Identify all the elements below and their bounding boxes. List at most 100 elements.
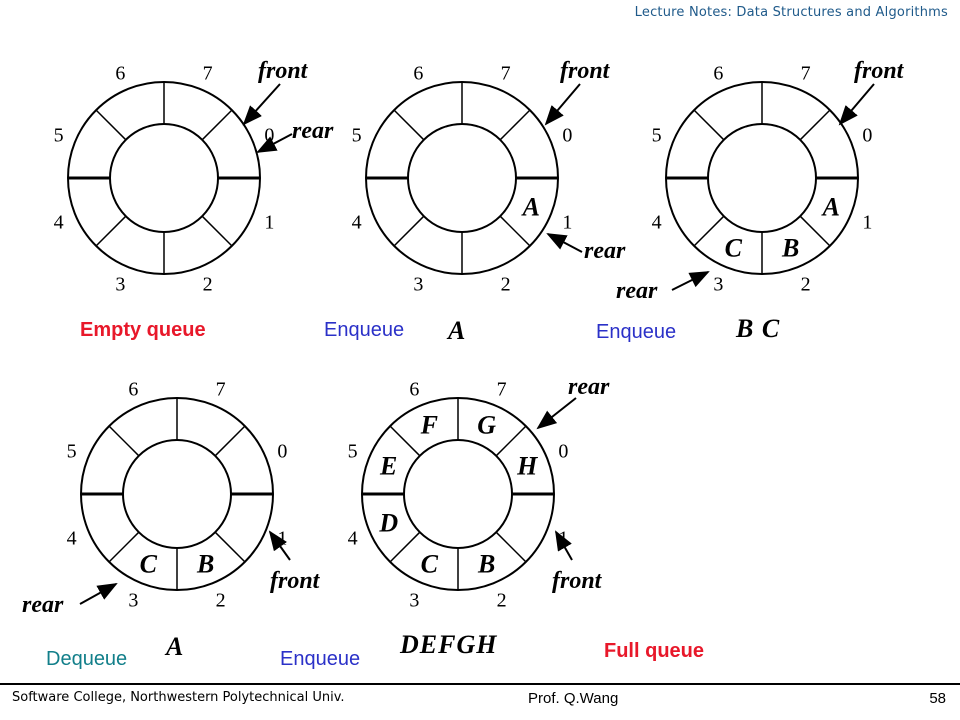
- queue-element-C: C: [140, 549, 158, 578]
- queue-element-B: B: [781, 233, 799, 262]
- slot-index-2: 2: [216, 589, 226, 611]
- slot-index-3: 3: [128, 589, 138, 611]
- slot-index-0: 0: [277, 440, 287, 462]
- queue-element-C: C: [725, 233, 743, 262]
- slot-divider: [495, 425, 527, 457]
- queue-element-D: D: [378, 509, 398, 538]
- slot-index-4: 4: [67, 528, 77, 550]
- queue-3-pointers: front rear: [616, 58, 905, 304]
- slot-divider: [799, 109, 831, 141]
- slot-divider: [393, 109, 425, 141]
- full-queue-caption: Full queue: [604, 640, 704, 662]
- slot-index-1: 1: [562, 212, 572, 234]
- slot-divider: [389, 425, 421, 457]
- rear-pointer-label: rear: [568, 374, 610, 400]
- queue-element-G: G: [477, 411, 496, 440]
- queue-element-A: A: [821, 193, 840, 222]
- slot-divider: [95, 109, 127, 141]
- slot-divider: [799, 215, 831, 247]
- rear-pointer-label: rear: [584, 238, 626, 264]
- rear-pointer-label: rear: [292, 118, 334, 144]
- queue-element-H: H: [516, 451, 538, 480]
- slot-divider: [495, 531, 527, 563]
- queue-element-B: B: [477, 549, 495, 578]
- slot-divider: [393, 215, 425, 247]
- queue-element-C: C: [421, 549, 439, 578]
- slot-divider: [201, 215, 233, 247]
- slot-divider: [214, 531, 246, 563]
- slot-index-6: 6: [713, 63, 723, 85]
- slot-divider: [499, 109, 531, 141]
- header-title: Lecture Notes: Data Structures and Algor…: [634, 5, 948, 20]
- empty-queue-caption: Empty queue: [80, 319, 206, 341]
- slot-divider: [95, 215, 127, 247]
- slot-index-2: 2: [497, 589, 507, 611]
- enqueued-letters-3: DEFGH: [400, 630, 498, 659]
- slot-index-5: 5: [348, 440, 358, 462]
- rear-pointer-label: rear: [616, 278, 658, 304]
- front-pointer-label: front: [854, 58, 905, 84]
- front-pointer-label: front: [258, 58, 309, 84]
- queue-element-A: A: [521, 193, 540, 222]
- slot-index-0: 0: [862, 124, 872, 146]
- slot-index-5: 5: [352, 124, 362, 146]
- queue-1-pointers: front rear: [242, 58, 334, 153]
- enqueued-letters-1: A: [448, 316, 467, 345]
- queue-element-E: E: [379, 451, 397, 480]
- queue-element-F: F: [420, 411, 438, 440]
- slot-divider: [693, 109, 725, 141]
- queue-5-pointers: rear front: [536, 374, 610, 594]
- slot-index-5: 5: [67, 440, 77, 462]
- slot-index-4: 4: [652, 212, 662, 234]
- slot-divider: [693, 215, 725, 247]
- slot-index-1: 1: [862, 212, 872, 234]
- rear-pointer-label: rear: [22, 592, 64, 618]
- queue-element-B: B: [196, 549, 214, 578]
- slot-index-3: 3: [713, 273, 723, 295]
- queue-4-pointers: front rear: [22, 530, 321, 618]
- inner-circle: [122, 439, 232, 549]
- slot-divider: [499, 215, 531, 247]
- slot-index-6: 6: [413, 63, 423, 85]
- slot-index-4: 4: [352, 212, 362, 234]
- slot-index-3: 3: [115, 273, 125, 295]
- slot-index-7: 7: [501, 63, 511, 85]
- slot-index-2: 2: [801, 273, 811, 295]
- front-pointer-label: front: [552, 568, 603, 594]
- inner-circle: [707, 123, 817, 233]
- footer-divider: [0, 683, 960, 685]
- slot-divider: [108, 425, 140, 457]
- front-pointer-label: front: [270, 568, 321, 594]
- dequeue-caption: Dequeue: [46, 648, 128, 670]
- slot-index-7: 7: [216, 379, 226, 401]
- slot-index-5: 5: [54, 124, 64, 146]
- slot-index-1: 1: [264, 212, 274, 234]
- slot-index-6: 6: [115, 63, 125, 85]
- slot-index-4: 4: [348, 528, 358, 550]
- enqueue-caption-2: Enqueue: [596, 321, 677, 343]
- slot-divider: [108, 531, 140, 563]
- inner-circle: [407, 123, 517, 233]
- slot-divider: [214, 425, 246, 457]
- enqueue-caption-1: Enqueue: [324, 319, 405, 341]
- queue-ring-3: 0 1 2 3 4 5 6 7AB C: [652, 63, 873, 296]
- slot-index-5: 5: [652, 124, 662, 146]
- slot-divider: [201, 109, 233, 141]
- queue-2-pointers: front rear: [544, 58, 626, 264]
- slot-index-3: 3: [409, 589, 419, 611]
- slot-index-1: 1: [277, 528, 287, 550]
- enqueue-caption-3: Enqueue: [280, 648, 361, 670]
- slot-index-3: 3: [413, 273, 423, 295]
- slot-index-0: 0: [558, 440, 568, 462]
- slot-index-7: 7: [801, 63, 811, 85]
- slot-index-4: 4: [54, 212, 64, 234]
- slot-index-7: 7: [497, 379, 507, 401]
- inner-circle: [403, 439, 513, 549]
- slot-index-6: 6: [409, 379, 419, 401]
- front-pointer-label: front: [560, 58, 611, 84]
